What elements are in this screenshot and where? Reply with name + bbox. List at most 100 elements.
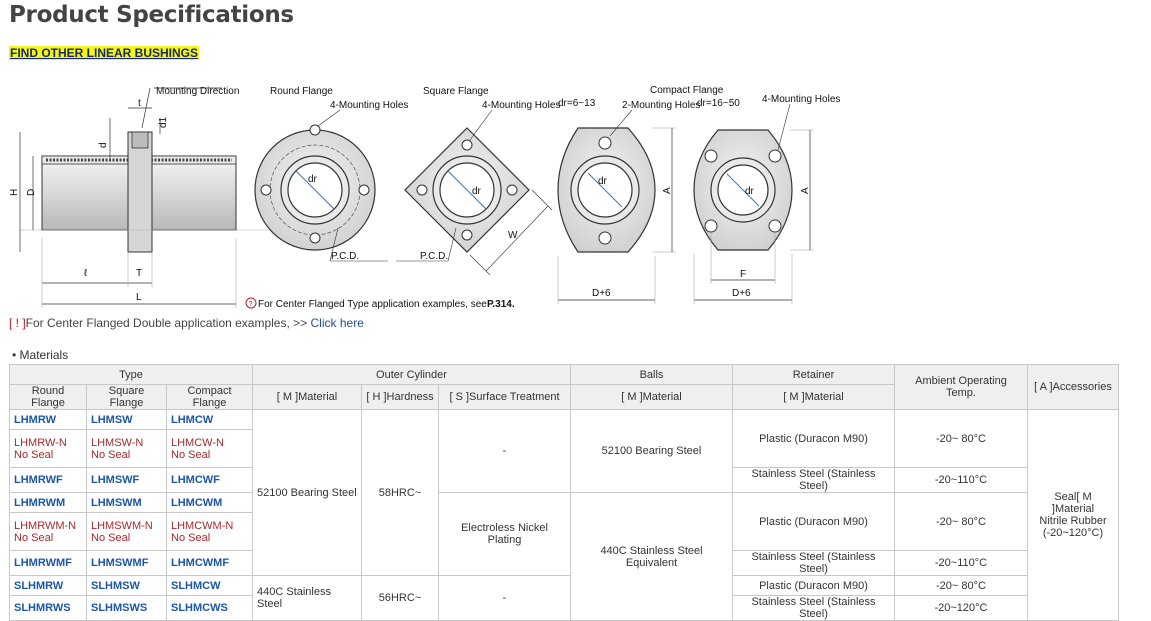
type-cell[interactable]: LHMRWF: [9, 467, 87, 493]
retainer-cell: Plastic (Duracon M90): [732, 492, 895, 551]
table-header-row: Type Outer Cylinder Balls Retainer Ambie…: [9, 364, 1119, 410]
table-row: LHMRW LHMSW LHMCW 52100 Bearing Steel 58…: [9, 409, 1119, 621]
label-T: T: [136, 268, 142, 279]
balls-cell: 52100 Bearing Steel: [570, 409, 733, 493]
type-cell[interactable]: LHMRW: [9, 409, 87, 430]
hardness-cell: 58HRC~: [361, 409, 439, 576]
subheader-hardness: [ H ]Hardness: [361, 384, 439, 410]
label-4-holes-round: 4-Mounting Holes: [330, 100, 408, 111]
find-other-linear-bushings-link[interactable]: FIND OTHER LINEAR BUSHINGS: [9, 46, 200, 60]
label-D: D: [26, 189, 37, 196]
svg-text:?: ?: [249, 301, 253, 308]
round-dr-label: dr: [308, 174, 318, 185]
label-round-flange: Round Flange: [270, 86, 333, 97]
type-cell[interactable]: LHMCWF: [166, 467, 253, 493]
table-row: SLHMRWS SLHMSWS SLHMCWS Stainless Steel …: [9, 595, 1119, 621]
accessories-cell: Seal[ M ]Material Nitrile Rubber (-20~12…: [1027, 409, 1119, 621]
footnote: ? For Center Flanged Type application ex…: [245, 297, 515, 310]
label-pcd-round: P.C.D.: [331, 251, 359, 262]
accessories-line: (-20~120°C): [1042, 527, 1104, 539]
type-cell[interactable]: SLHMRW: [9, 575, 87, 596]
side-view: Mounting Direction t d1 d H D ℓ T L: [9, 86, 300, 308]
subheader-compact: Compact Flange: [166, 384, 253, 410]
header-outer-cylinder: Outer Cylinder: [252, 364, 571, 385]
header-retainer: Retainer: [732, 364, 895, 385]
type-cell[interactable]: LHMCW: [166, 409, 253, 430]
label-L: L: [136, 292, 142, 303]
retainer-cell: Stainless Steel (Stainless Steel): [732, 595, 895, 621]
subheader-surface: [ S ]Surface Treatment: [438, 384, 571, 410]
outer-material-cell: 440C Stainless Steel: [252, 575, 362, 621]
retainer-cell: Stainless Steel (Stainless Steel): [732, 550, 895, 576]
type-cell[interactable]: LHMRWMF: [9, 550, 87, 576]
type-cell[interactable]: SLHMSWS: [86, 595, 167, 621]
header-ambient-temp: Ambient Operating Temp.: [894, 364, 1028, 410]
type-cell[interactable]: LHMRWM: [9, 492, 87, 513]
header-accessories: [ A ]Accessories: [1027, 364, 1119, 410]
temp-cell: -20~110°C: [894, 550, 1028, 576]
temp-cell: -20~110°C: [894, 467, 1028, 493]
type-cell[interactable]: SLHMRWS: [9, 595, 87, 621]
label-A-large: A: [800, 187, 811, 194]
table-subheader-row: Round Flange Square Flange Compact Flang…: [9, 384, 1119, 410]
accessories-line: Seal[ M ]Material: [1051, 491, 1095, 515]
type-cell[interactable]: LHMSWM: [86, 492, 167, 513]
type-cell[interactable]: LHMCWMF: [166, 550, 253, 576]
table-row: SLHMRW SLHMSW SLHMCW 440C Stainless Stee…: [9, 575, 1119, 621]
outer-material-cell: 52100 Bearing Steel: [252, 409, 362, 576]
click-here-link[interactable]: Click here: [310, 316, 364, 330]
subheader-outer-material: [ M ]Material: [252, 384, 362, 410]
type-cell[interactable]: SLHMCWS: [166, 595, 253, 621]
label-t: t: [138, 98, 141, 109]
surface-cell: Electroless Nickel Plating: [438, 492, 571, 576]
header-type: Type: [9, 364, 253, 385]
type-cell[interactable]: LHMSWMF: [86, 550, 167, 576]
round-flange-view: dr Round Flange 4-Mounting Holes P.C.D.: [254, 86, 408, 262]
compact-small-dr-label: dr: [598, 176, 608, 187]
table-row: LHMRWMF LHMSWMF LHMCWMF Stainless Steel …: [9, 550, 1119, 576]
label-dr-small: dr=6~13: [558, 98, 596, 109]
label-H: H: [9, 189, 20, 196]
label-mounting-direction: Mounting Direction: [156, 86, 239, 97]
table-row: LHMRWM LHMSWM LHMCWM Electroless Nickel …: [9, 492, 1119, 621]
type-cell[interactable]: SLHMSW: [86, 575, 167, 596]
label-pcd-square: P.C.D.: [420, 251, 448, 262]
label-square-flange: Square Flange: [423, 86, 489, 97]
retainer-cell: Plastic (Duracon M90): [732, 575, 895, 596]
notice-line: [ ! ]For Center Flanged Double applicati…: [9, 316, 364, 330]
temp-cell: -20~ 80°C: [894, 575, 1028, 596]
type-cell[interactable]: SLHMCW: [166, 575, 253, 596]
label-d6-small: D+6: [592, 288, 611, 299]
dimension-diagram: Mounting Direction t d1 d H D ℓ T L dr R…: [9, 85, 840, 310]
footnote-page-ref[interactable]: P.314.: [487, 299, 515, 310]
type-cell[interactable]: LHMSW: [86, 409, 167, 430]
type-cell[interactable]: LHMSWF: [86, 467, 167, 493]
label-4-holes-compact: 4-Mounting Holes: [762, 94, 840, 105]
label-d6-large: D+6: [732, 288, 751, 299]
balls-cell: 440C Stainless Steel Equivalent: [570, 492, 733, 621]
label-dr-large: dr=16~50: [697, 98, 740, 109]
label-F: F: [740, 269, 746, 280]
type-cell[interactable]: LHMCWM: [166, 492, 253, 513]
compact-large-dr-label: dr: [745, 186, 755, 197]
label-d1: d1: [158, 116, 169, 128]
hardness-cell: 56HRC~: [361, 575, 439, 621]
label-W: W: [508, 230, 518, 241]
subheader-balls-material: [ M ]Material: [570, 384, 733, 410]
subheader-round: Round Flange: [9, 384, 87, 410]
label-A-small: A: [662, 187, 673, 194]
page-title: Product Specifications: [9, 2, 294, 28]
subheader-retainer-material: [ M ]Material: [732, 384, 895, 410]
retainer-cell: Plastic (Duracon M90): [732, 409, 895, 468]
surface-cell: -: [438, 409, 571, 493]
retainer-cell: Stainless Steel (Stainless Steel): [732, 467, 895, 493]
materials-heading: • Materials: [12, 348, 69, 362]
surface-cell: -: [438, 575, 571, 621]
